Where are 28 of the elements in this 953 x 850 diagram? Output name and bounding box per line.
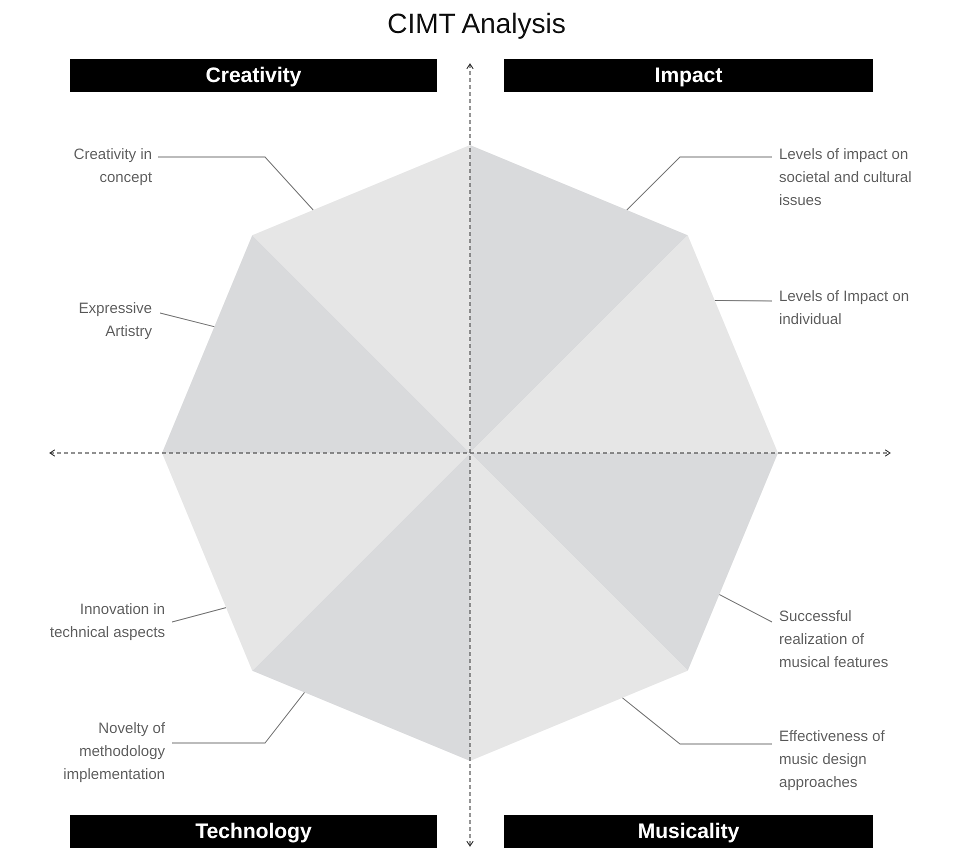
category-header-bar: Musicality — [504, 815, 873, 848]
criterion-label: Novelty of methodology implementation — [35, 717, 165, 786]
leader-line — [626, 156, 772, 210]
leader-line — [714, 300, 772, 302]
octagon-segment — [470, 235, 778, 453]
leader-line — [718, 594, 772, 622]
leader-line — [622, 697, 772, 744]
criterion-label: Creativity in concept — [40, 143, 152, 189]
leader-line — [158, 156, 314, 210]
criterion-label: Levels of Impact on individual — [779, 285, 939, 331]
criterion-label: Innovation in technical aspects — [25, 598, 165, 644]
octagon-segment — [470, 145, 688, 453]
leader-line — [160, 312, 215, 328]
category-header-bar: Impact — [504, 59, 873, 92]
criterion-label: Levels of impact on societal and cultural issues — [779, 143, 939, 212]
criterion-label: Effectiveness of music design approaches — [779, 725, 917, 794]
octagon-segment — [470, 453, 778, 671]
leader-line — [172, 607, 226, 622]
category-header-bar: Technology — [70, 815, 437, 848]
octagon-segment — [162, 235, 470, 453]
octagon-segment — [470, 453, 688, 761]
octagon-segment — [252, 453, 470, 761]
category-header-bar: Creativity — [70, 59, 437, 92]
octagon-segment — [252, 145, 470, 453]
chart-title: CIMT Analysis — [387, 8, 566, 40]
criterion-label: Successful realization of musical features — [779, 605, 917, 674]
leader-line — [172, 692, 305, 744]
criterion-label: Expressive Artistry — [50, 297, 152, 343]
